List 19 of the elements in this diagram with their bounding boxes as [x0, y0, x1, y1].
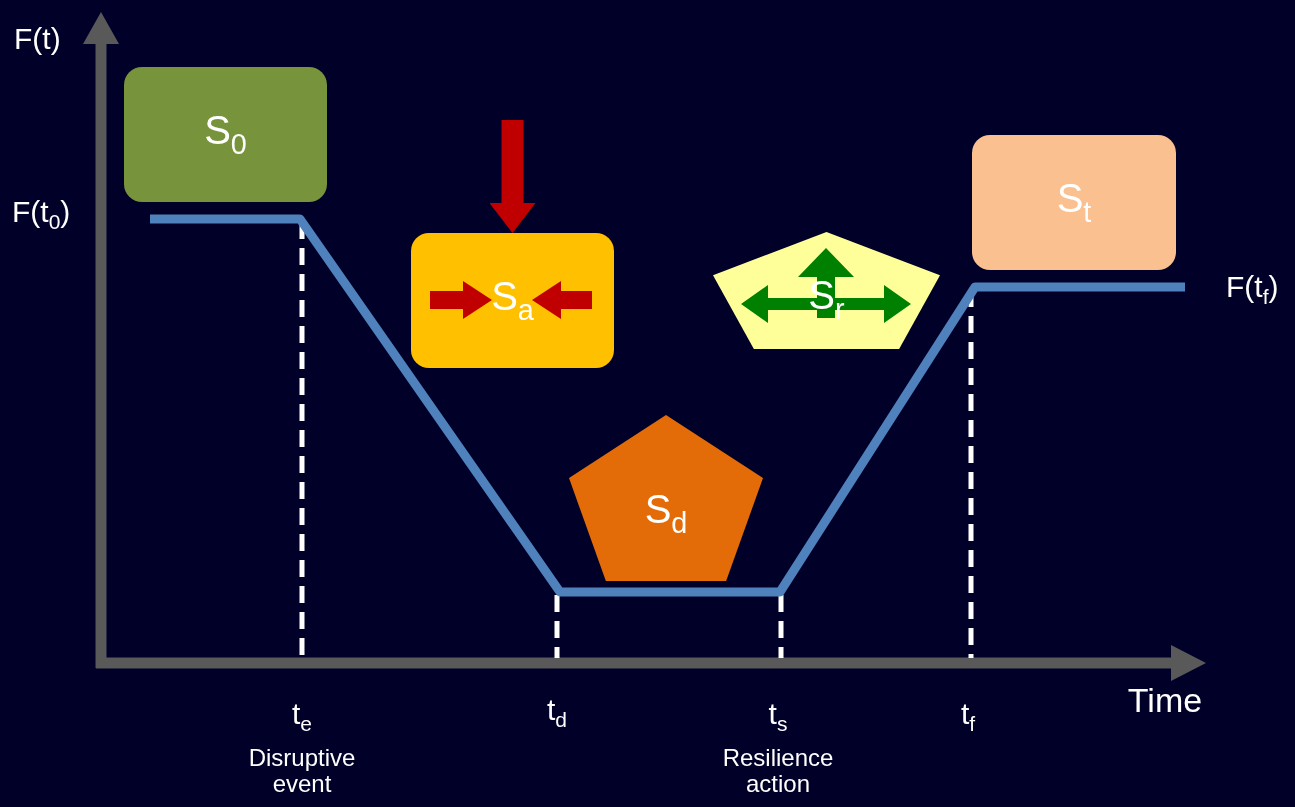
state-box: [972, 135, 1176, 270]
annotation: Resilience action: [721, 745, 835, 798]
state-label: S$_{0}$: [204, 110, 247, 159]
axis-label: Time: [1127, 682, 1203, 720]
time-mark-label: t$_{s}$: [768, 697, 788, 736]
time-mark-label: t$_{f}$: [960, 697, 976, 736]
state-box: [124, 67, 327, 202]
state-label: S$_{r}$: [808, 275, 845, 324]
state-label: S$_{a}$: [491, 276, 534, 325]
state-label: S$_{d}$: [644, 488, 688, 538]
axis-label: F(t): [14, 22, 61, 55]
arrow: [489, 120, 536, 233]
time-mark-label: t$_{d}$: [547, 693, 567, 732]
state-label: S$_{t}$: [1056, 178, 1092, 227]
annotation: Disruptive event: [247, 745, 357, 798]
state-box: [411, 233, 614, 368]
axis-value-label: F(t$_{0}$): [12, 195, 71, 234]
time-mark-label: t$_{e}$: [292, 697, 312, 736]
axis-value-label: F(t$_{f}$): [1226, 270, 1279, 309]
